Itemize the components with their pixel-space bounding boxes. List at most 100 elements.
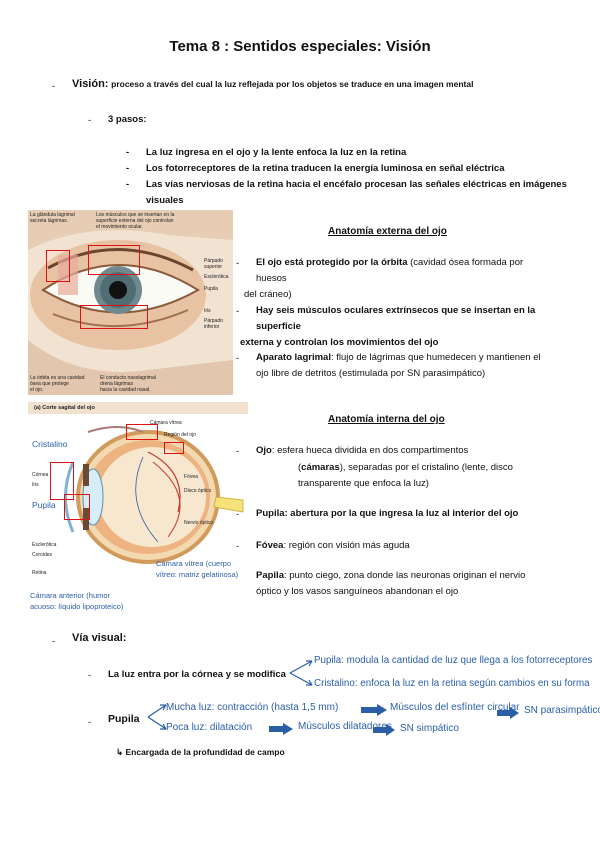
bullet-dash: - — [88, 115, 92, 126]
fig-label: Pupila — [204, 286, 218, 292]
externa-line-1: El ojo está protegido por la órbita (cav… — [256, 257, 524, 268]
pupila-label: Pupila — [32, 500, 56, 510]
fig-label: drena lágrimas — [100, 381, 134, 387]
highlight-box — [64, 494, 90, 520]
intro-line: Visión: proceso a través del cual la luz… — [72, 78, 473, 91]
fig-label: Fóvea — [184, 474, 198, 480]
arrow-right-icon — [361, 704, 387, 716]
bullet-dash: - — [236, 509, 240, 520]
section-heading-externa: Anatomía externa del ojo — [328, 226, 447, 237]
fig-label: Esclerótica — [32, 542, 57, 548]
highlight-box — [126, 424, 158, 440]
bullet-dash: - — [236, 541, 240, 552]
arrow-right-icon — [269, 723, 293, 735]
arrow-right-icon — [373, 724, 395, 736]
interna-ojo-3: transparente que enfoca la luz) — [298, 478, 429, 489]
interna-papila: Papila: punto ciego, zona donde las neur… — [256, 570, 526, 581]
poca-sn: SN simpático — [400, 723, 459, 734]
fig-label: Párpado — [204, 318, 223, 324]
bullet-dash: - — [88, 717, 92, 728]
fig-label: Iris — [204, 308, 211, 314]
pupila-branch-arrows — [147, 704, 167, 730]
camara-vitrea-label: Cámara vítrea (cuerpo — [156, 559, 232, 568]
fig-label: Esclerótica — [204, 274, 229, 280]
interna-papila-2: óptico y los vasos sanguíneos abandonan … — [256, 586, 459, 597]
interna-ojo: Ojo: esfera hueca dividida en dos compar… — [256, 445, 469, 456]
sagittal-eye-figure: (a) Corte sagital del ojo Cristalino Pup… — [28, 402, 248, 617]
highlight-box — [164, 442, 184, 454]
fig-label: Disco óptico — [184, 488, 212, 494]
bullet-dash: - — [236, 446, 240, 457]
fig-label: hacia la cavidad nasal. — [100, 387, 151, 393]
mucha-musculo: Músculos del esfínter circular — [390, 702, 520, 713]
interna-pupila: Pupila: abertura por la que ingresa la l… — [256, 508, 519, 519]
fig-label: inferior — [204, 324, 220, 330]
fig-label: La órbita es una cavidad — [30, 375, 85, 381]
externa-line-8: ojo libre de detritos (estimulada por SN… — [256, 368, 486, 379]
camara-anterior-label-2: acuoso: líquido lipoproteico) — [30, 602, 124, 611]
fig-label: Nervio óptico — [184, 520, 214, 526]
via-luz: La luz entra por la córnea y se modifica — [108, 669, 286, 680]
highlight-box — [46, 250, 70, 282]
figure-header: (a) Corte sagital del ojo — [34, 405, 95, 411]
poca-luz: Poca luz: dilatación — [166, 722, 253, 733]
fig-label: Córnea — [32, 472, 49, 478]
cristalino-label: Cristalino — [32, 439, 68, 449]
externa-line-7: Aparato lagrimal: flujo de lágrimas que … — [256, 352, 541, 363]
interna-ojo-2: (cámaras), separadas por el cristalino (… — [298, 462, 513, 473]
interna-fovea: Fóvea: región con visión más aguda — [256, 540, 410, 551]
externa-line-6: externa y controlan los movimientos del … — [240, 337, 439, 348]
list-item: -Las vías nerviosas de la retina hacia e… — [126, 179, 567, 190]
arrow-right-icon — [497, 707, 519, 719]
externa-line-5: superficie — [256, 321, 301, 332]
fig-label: superficie externa del ojo controlan — [96, 218, 174, 224]
page-title: Tema 8 : Sentidos especiales: Visión — [169, 38, 431, 55]
intro-term: Visión: — [72, 78, 109, 90]
fig-label: Coroides — [32, 552, 53, 558]
bullet-dash: - — [236, 353, 240, 364]
fig-label: el ojo. — [30, 387, 44, 393]
fig-label: Cámara vítrea — [150, 420, 182, 426]
section-heading-interna: Anatomía interna del ojo — [328, 414, 445, 425]
bullet-dash: - — [236, 258, 240, 269]
fig-label: el movimiento ocular. — [96, 224, 143, 230]
highlight-box — [80, 305, 148, 329]
fig-label: Región del ojo — [164, 432, 196, 438]
fig-label: ósea que protege — [30, 381, 69, 387]
bullet-dash: - — [52, 636, 56, 647]
pasos-list: -La luz ingresa en el ojo y la lente enf… — [126, 146, 567, 207]
highlight-box — [50, 462, 74, 500]
externa-line-4: Hay seis músculos oculares extrínsecos q… — [256, 305, 536, 316]
bullet-dash: - — [52, 81, 56, 92]
sagittal-eye-illustration — [64, 426, 244, 564]
bullet-dash: - — [236, 306, 240, 317]
list-item: -La luz ingresa en el ojo y la lente enf… — [126, 147, 407, 158]
figure-header-bar — [28, 402, 248, 414]
via-pupila: Pupila — [108, 713, 140, 725]
camara-vitrea-label-2: vítreo: matriz gelatinosa) — [156, 570, 239, 579]
fig-label: Retina — [32, 570, 47, 576]
mucha-sn: SN parasimpático — [524, 705, 600, 716]
fig-label: Los músculos que se insertan en la — [96, 212, 175, 218]
intro-definition: proceso a través del cual la luz refleja… — [111, 79, 474, 89]
list-item: visuales — [146, 195, 184, 206]
poca-musculo: Músculos dilatadores — [298, 721, 392, 732]
mucha-luz: Mucha luz: contracción (hasta 1,5 mm) — [166, 702, 339, 713]
bullet-dash: - — [88, 670, 92, 681]
fig-label: Párpado — [204, 258, 223, 264]
camara-anterior-label: Cámara anterior (humor — [30, 591, 111, 600]
fig-label: Iris — [32, 482, 39, 488]
fig-label: La glándula lagrimal — [30, 212, 75, 218]
external-eye-figure: La glándula lagrimal secreta lágrimas. L… — [28, 210, 233, 395]
branch-arrows — [289, 660, 313, 686]
fig-label: secreta lágrimas. — [30, 218, 69, 224]
externa-line-3: del cráneo) — [244, 289, 292, 300]
handwritten-pupila: Pupila: modula la cantidad de luz que ll… — [314, 655, 593, 666]
via-heading: Vía visual: — [72, 632, 127, 644]
highlight-box — [88, 245, 140, 275]
profundidad-note: ↳ Encargada de la profundidad de campo — [116, 747, 285, 757]
externa-line-2: huesos — [256, 273, 287, 284]
handwritten-cristalino: Cristalino: enfoca la luz en la retina s… — [314, 678, 590, 689]
external-eye-illustration — [28, 210, 233, 395]
fig-label: El conducto nasolagrimal — [100, 375, 156, 381]
